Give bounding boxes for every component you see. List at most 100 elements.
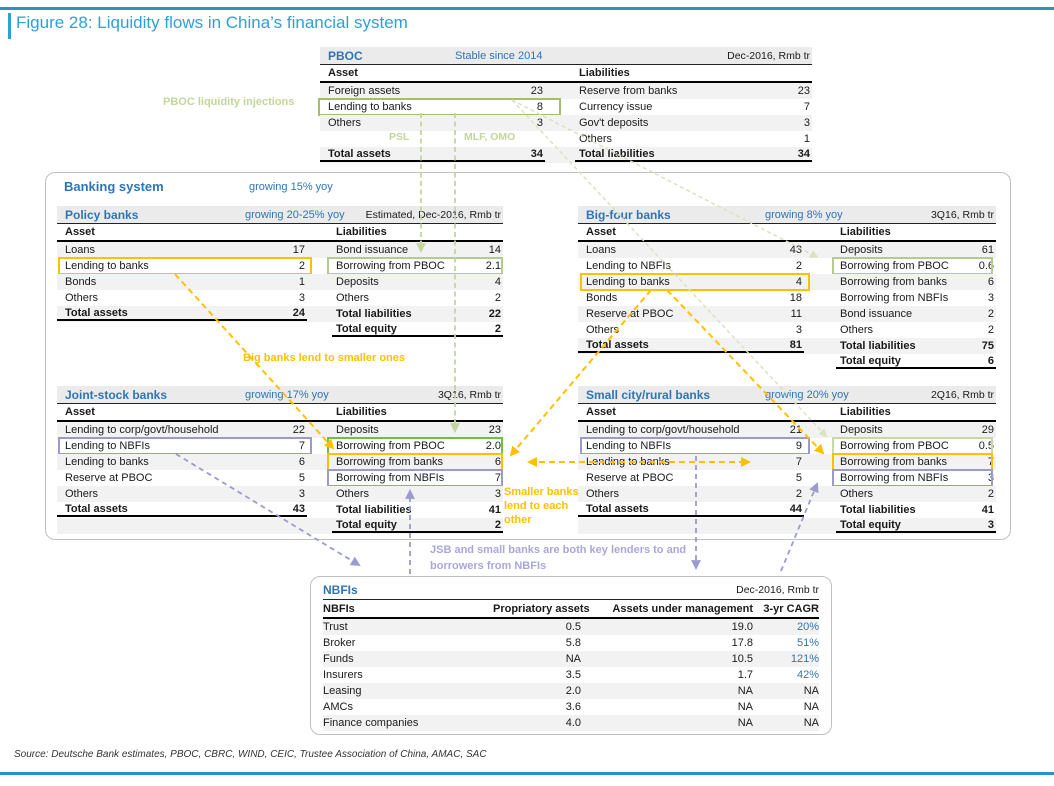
column-header: 3-yr CAGR	[763, 602, 819, 615]
cell: 51%	[796, 637, 819, 649]
cell: 5.8	[565, 637, 581, 649]
cell: 18	[789, 292, 802, 304]
cell: 23	[530, 85, 543, 97]
joint-stock-banks-table: Joint-stock banks growing 17% yoy 3Q16, …	[57, 386, 503, 534]
cell: Leasing	[323, 685, 362, 697]
cell: 9	[795, 440, 802, 452]
cell: 6	[954, 355, 996, 369]
cell: 17.8	[731, 637, 753, 649]
cell: Borrowing from banks	[336, 456, 443, 468]
table-title: Joint-stock banks	[65, 387, 168, 402]
cell: Total assets	[578, 339, 728, 353]
cell: 41	[488, 504, 501, 516]
cell: Lending to banks	[586, 456, 670, 468]
cell: Borrowing from NBFIs	[336, 472, 445, 484]
cell: 6	[494, 456, 501, 468]
cell: Bond issuance	[336, 244, 409, 256]
banking-system-growth-note: growing 15% yoy	[249, 181, 333, 193]
cell: Total equity	[836, 519, 954, 533]
cell: 61	[981, 244, 994, 256]
cell: 7	[494, 472, 501, 484]
cell: 2	[494, 292, 501, 304]
cell: 1	[298, 276, 305, 288]
cell: 22	[292, 424, 305, 436]
cell: Others	[336, 488, 370, 500]
table-growth-note: growing 8% yoy	[765, 208, 843, 221]
cell: Reserve at PBOC	[586, 472, 674, 484]
table-growth-note: growing 20-25% yoy	[245, 208, 345, 221]
cell: Others	[840, 488, 874, 500]
cell: Lending to banks	[65, 260, 149, 272]
source-note: Source: Deutsche Bank estimates, PBOC, C…	[14, 749, 487, 760]
cell: 2	[987, 324, 994, 336]
cell: 2	[987, 488, 994, 500]
cell: Total assets	[57, 503, 232, 517]
liabilities-header: Liabilities	[840, 226, 891, 238]
small-city-rural-banks-table: Small city/rural banks growing 20% yoy 2…	[578, 386, 996, 534]
cell: Bonds	[65, 276, 97, 288]
cell: 6	[987, 276, 994, 288]
cell: 41	[981, 504, 994, 516]
asset-header: Asset	[65, 226, 95, 238]
cell: Borrowing from banks	[840, 276, 947, 288]
table-date-note: Dec-2016, Rmb tr	[727, 49, 810, 62]
cell: Lending to corp/govt/household	[65, 424, 219, 436]
cell: Loans	[586, 244, 616, 256]
cell: 7	[795, 456, 802, 468]
cell: 2.0	[565, 685, 581, 697]
cell: 0.5	[565, 621, 581, 633]
cell: Lending to banks	[328, 101, 412, 113]
banking-system-title: Banking system	[64, 179, 164, 194]
cell: 2	[462, 323, 503, 337]
cell: 3	[494, 488, 501, 500]
cell: Lending to NBFIs	[586, 440, 671, 452]
cell: Foreign assets	[328, 85, 401, 97]
cell: 3	[954, 519, 996, 533]
cell: Gov't deposits	[579, 117, 649, 129]
cell: 2	[795, 488, 802, 500]
cell: 23	[488, 424, 501, 436]
cell: 2	[298, 260, 305, 272]
cell: NA	[803, 717, 819, 729]
cell: 6	[298, 456, 305, 468]
table-title: NBFIs	[323, 583, 358, 597]
table-date-note: Estimated, Dec-2016, Rmb tr	[365, 208, 501, 221]
table-header: PBOC Stable since 2014 Dec-2016, Rmb tr	[320, 47, 812, 65]
table-subheader: Asset Liabilities	[578, 404, 996, 422]
cell: Trust	[323, 621, 348, 633]
nbfis-column-headers: NBFIs Propriatory assets Assets under ma…	[323, 600, 819, 619]
policy-banks-table: Policy banks growing 20-25% yoy Estimate…	[57, 206, 503, 338]
cell: 23	[797, 85, 810, 97]
table-title: Policy banks	[65, 207, 139, 222]
cell: Total assets	[578, 503, 728, 517]
table-growth-note: growing 20% yoy	[765, 388, 849, 401]
cell: 4	[795, 276, 802, 288]
cell: Total equity	[332, 323, 462, 337]
cell: 8	[536, 101, 543, 113]
cell: 21	[789, 424, 802, 436]
cell: 3	[803, 117, 810, 129]
table-growth-note: Stable since 2014	[455, 49, 543, 62]
cell: 3	[987, 292, 994, 304]
cell: 2	[987, 308, 994, 320]
cell: Deposits	[336, 276, 379, 288]
cell: Lending to banks	[65, 456, 149, 468]
cell: Others	[586, 324, 620, 336]
cell: 4.0	[565, 717, 581, 729]
smaller-banks-lend-note: Smaller banks lend to each other	[504, 486, 579, 526]
cell: 3	[298, 488, 305, 500]
cell: Deposits	[840, 424, 883, 436]
